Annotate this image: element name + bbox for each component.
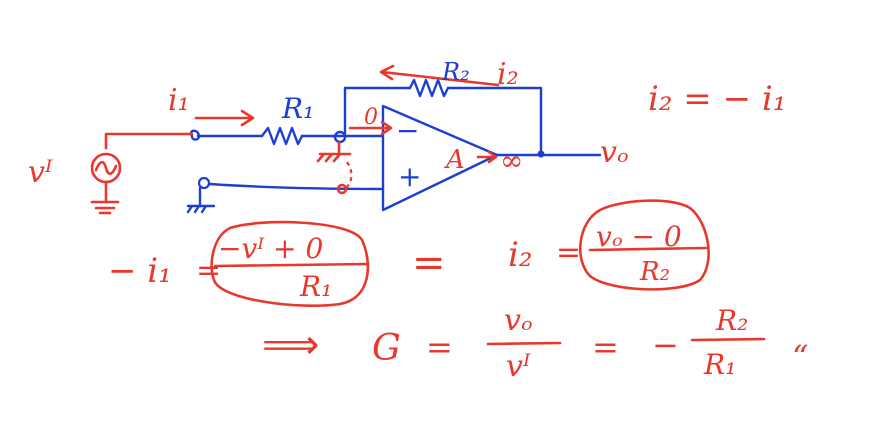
noninverting-wire — [208, 182, 385, 191]
source-ground-icon — [90, 200, 120, 215]
virtual-short-dashed — [345, 161, 353, 189]
node-current-arrow — [348, 120, 393, 136]
noninverting-ground-icon — [186, 204, 216, 214]
fraction1-denominator: R₁ — [299, 270, 332, 303]
fraction2-circle — [578, 199, 710, 291]
r2-label: R₂ — [441, 58, 470, 86]
output-node — [537, 150, 545, 158]
gain-fraction-bar — [486, 341, 562, 346]
i1-arrow — [194, 109, 255, 127]
virtual-ground-icon — [316, 152, 352, 163]
ratio-denominator: R₁ — [703, 348, 736, 381]
node-current-label: 0 — [364, 105, 378, 130]
output-label: vₒ — [600, 135, 629, 170]
r2-resistor — [408, 78, 450, 98]
inverting-sign: − — [396, 114, 419, 147]
i2-arrow — [379, 64, 500, 87]
end-mark: “ — [792, 338, 808, 376]
gain-label: A — [444, 145, 465, 175]
i2-label: i₂ — [497, 57, 519, 92]
feedback-left-wire — [343, 86, 412, 138]
ratio-numerator: R₂ — [715, 304, 748, 337]
input-terminal — [189, 129, 201, 141]
sine-wave-icon — [94, 160, 118, 176]
eq-sign-5: = — [592, 328, 619, 366]
fraction1-numerator: −vᴵ + 0 — [218, 232, 323, 265]
opamp-triangle — [381, 104, 499, 212]
equations: i₂ = − i₁ − i₁ = −vᴵ + 0 R₁ = i₂ = vₒ − … — [108, 79, 808, 384]
eq-sign-1: = — [196, 253, 221, 288]
r1-resistor — [260, 126, 304, 146]
source-top-wire — [104, 132, 194, 150]
fraction2-bar — [588, 246, 708, 252]
eq-sign-4: = — [426, 328, 453, 366]
gain-value: ∞ — [500, 144, 523, 177]
implies-arrow: ⟹ — [262, 322, 319, 368]
ratio-fraction-bar — [690, 337, 766, 342]
circuit-labels: i₁ R₁ R₂ i₂ vᴵ 0 − + A ∞ vₒ — [28, 57, 629, 193]
eq-sign-3: = — [556, 235, 581, 270]
gain-denominator: vᴵ — [506, 349, 531, 384]
r1-label: R₁ — [281, 92, 314, 125]
negative-sign: − — [652, 326, 679, 364]
fraction1-bar — [213, 262, 370, 268]
rhs-current: i₂ — [508, 235, 533, 275]
noninverting-sign: + — [398, 160, 421, 193]
lhs-current: − i₁ — [108, 251, 172, 291]
noninverting-terminal — [197, 176, 211, 190]
fraction2-denominator: R₂ — [639, 257, 670, 287]
gain-arrow — [476, 150, 498, 164]
i1-label: i₁ — [168, 83, 190, 118]
feedback-right-wire — [446, 86, 543, 156]
source-and-annotations — [90, 64, 500, 215]
circuit-wiring — [186, 78, 602, 214]
fraction1-circle — [210, 220, 370, 307]
current-relation: i₂ = − i₁ — [648, 79, 786, 119]
eq-sign-2: = — [412, 240, 446, 286]
source-label: vᴵ — [28, 155, 53, 190]
noninverting-node-mark — [336, 183, 348, 195]
gain-symbol: G — [372, 328, 401, 369]
gain-numerator: vₒ — [504, 303, 533, 338]
